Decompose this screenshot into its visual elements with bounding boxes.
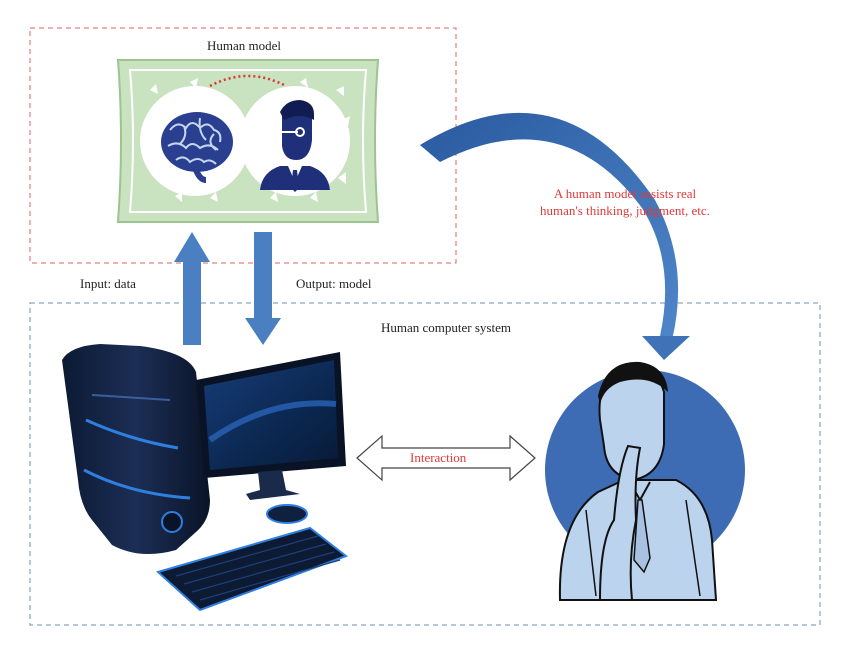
brain-icon [161, 112, 233, 183]
monitor-icon [196, 352, 346, 500]
thinking-man-icon [545, 361, 745, 601]
human-computer-system-box [29, 302, 821, 626]
input-arrow [174, 232, 210, 345]
system-title: Human computer system [381, 320, 511, 335]
human-model-frame [116, 59, 380, 223]
computer-tower-icon [62, 344, 210, 554]
annotation-line-1: A human model assists real [553, 186, 697, 201]
annotation-line-2: human's thinking, judgment, etc. [540, 203, 710, 218]
interaction-arrow [356, 434, 536, 482]
output-arrow [245, 232, 281, 345]
human-model-title: Human model [207, 38, 282, 53]
interaction-label: Interaction [410, 450, 467, 465]
businessman-icon [260, 100, 330, 192]
keyboard-icon [155, 526, 349, 612]
output-label: Output: model [296, 276, 372, 291]
input-label: Input: data [80, 276, 136, 291]
mouse-icon [266, 504, 308, 524]
assist-curved-arrow [420, 112, 690, 360]
